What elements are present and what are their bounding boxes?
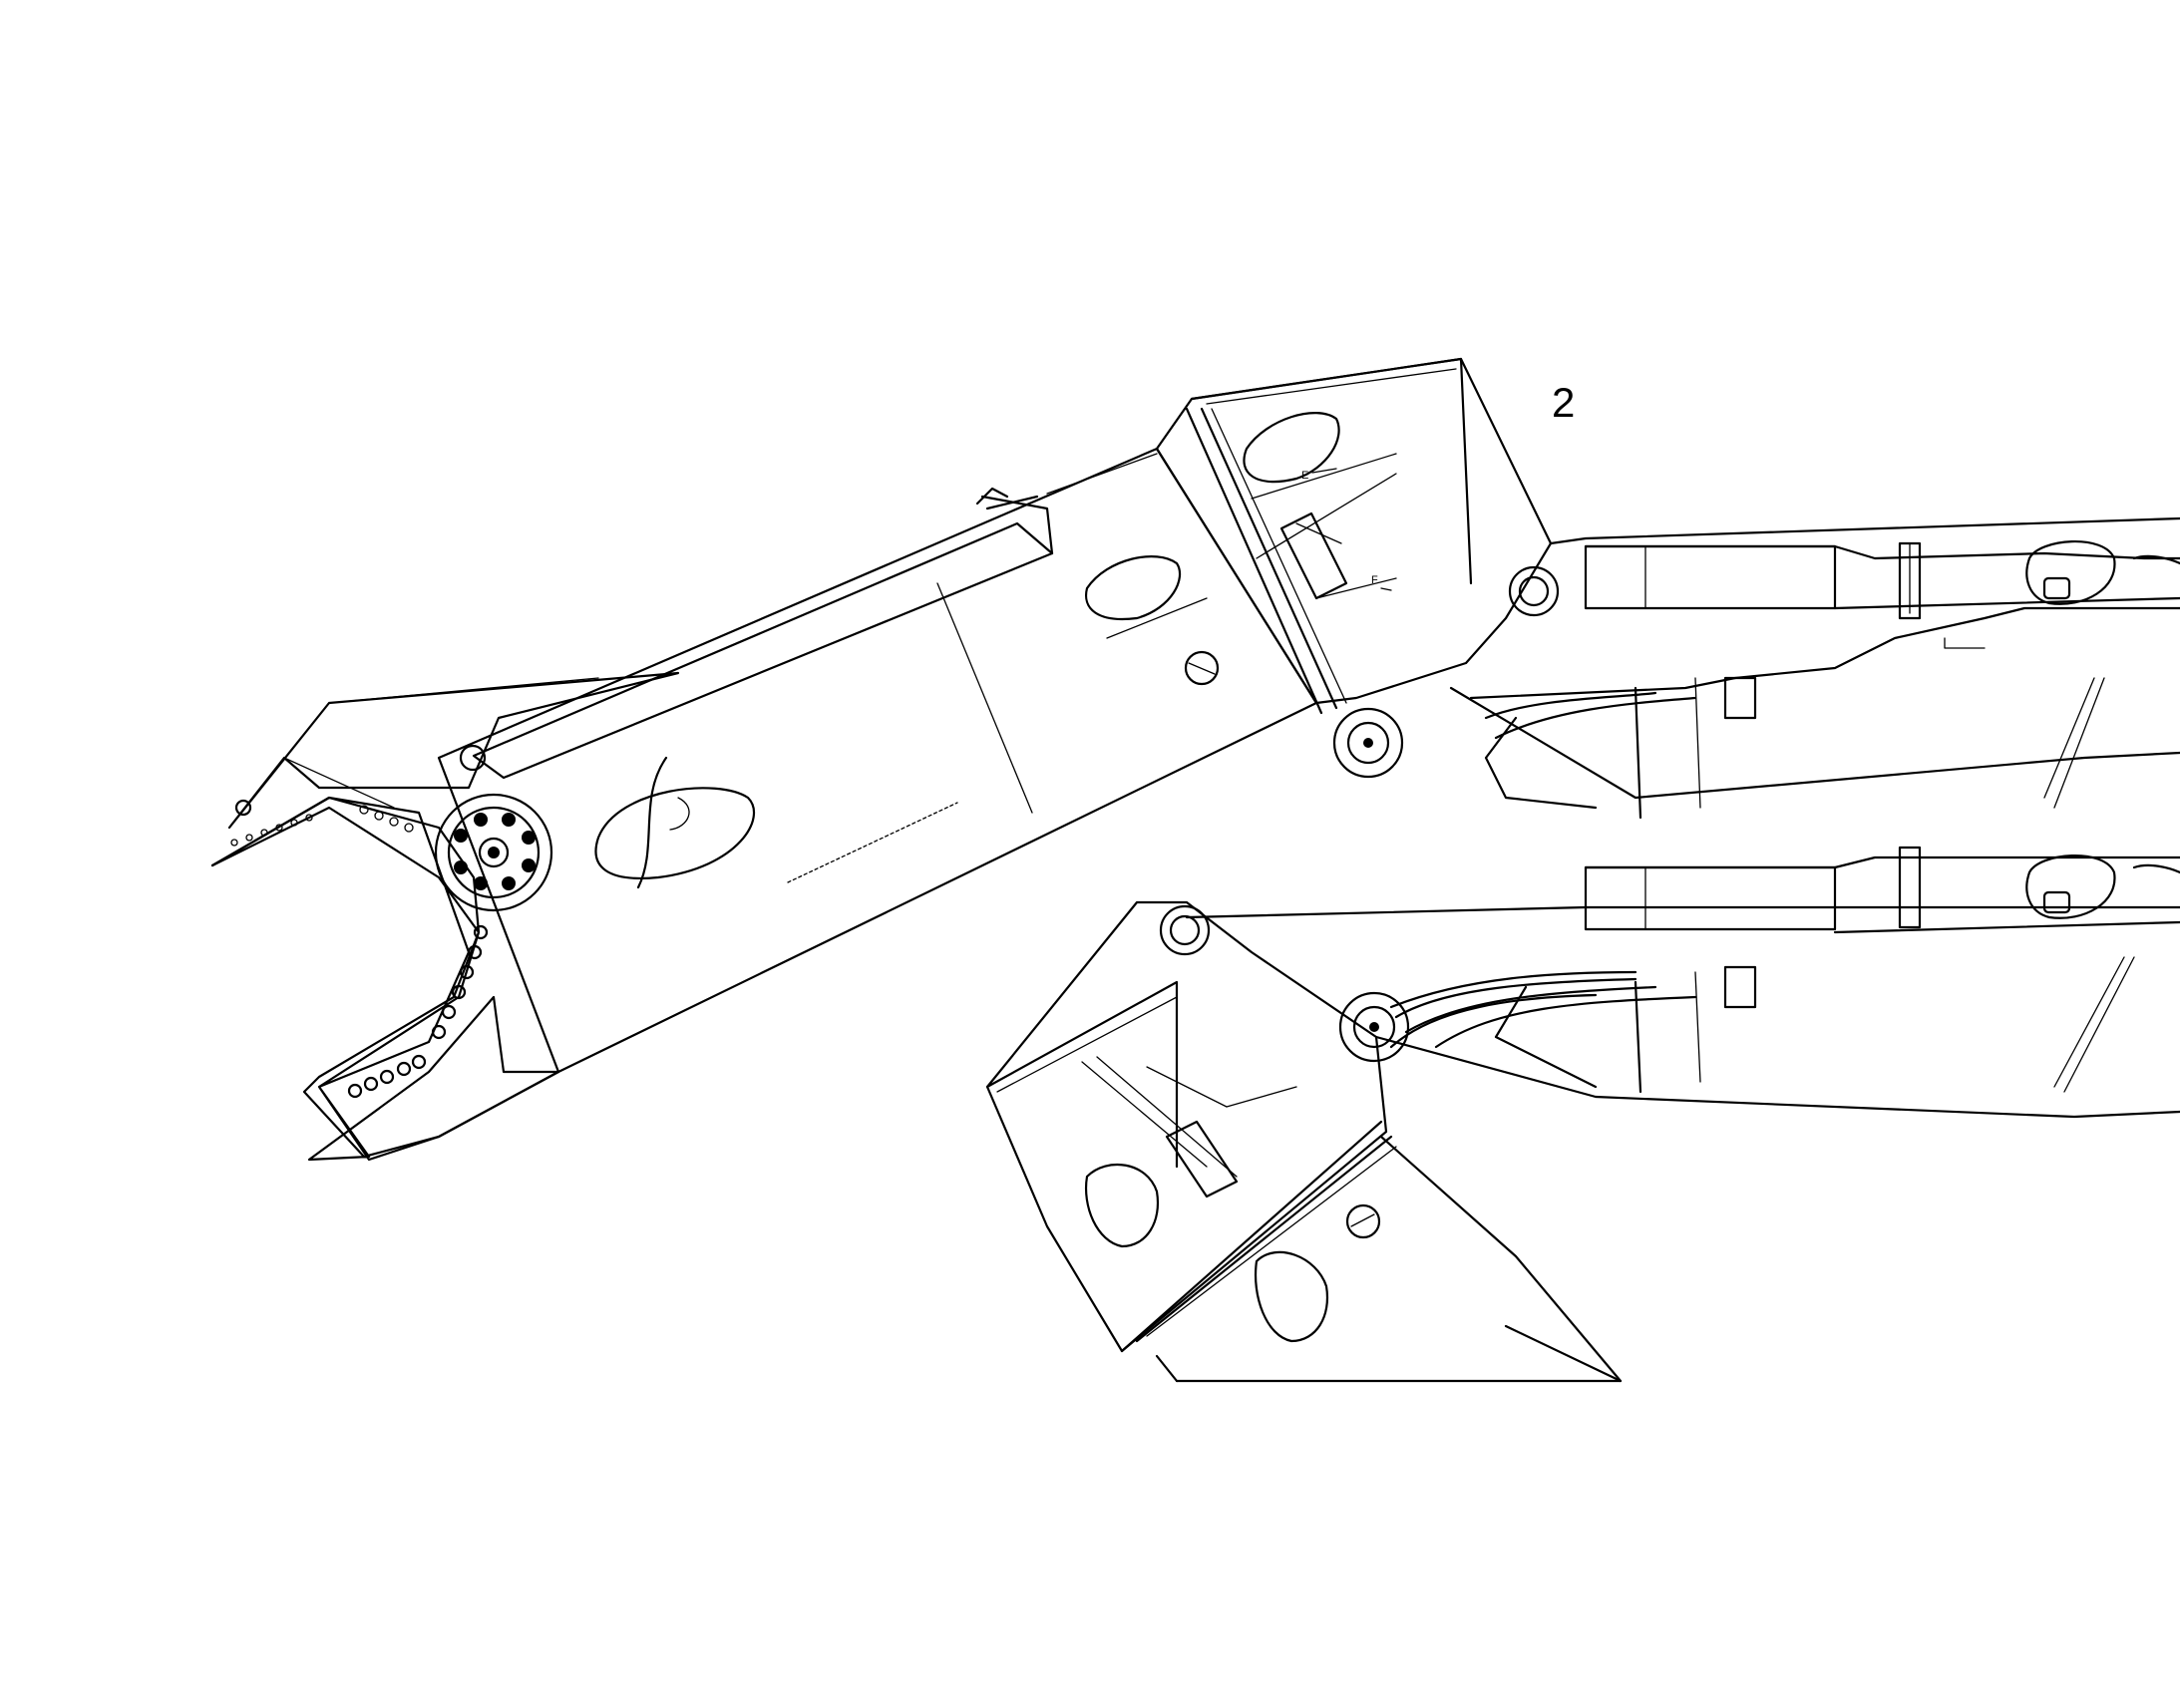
upper-rotator-housing: E F xyxy=(1085,357,1560,779)
marker-e: E xyxy=(1301,470,1308,482)
callout-number: 2 xyxy=(1552,379,1576,426)
shear-body xyxy=(210,447,1318,1162)
upper-stick xyxy=(1449,516,2180,820)
jaw-bolt-row xyxy=(230,805,489,1099)
marker-f: F xyxy=(1371,574,1378,586)
lower-stick xyxy=(1185,846,2180,1119)
hinge-bolts xyxy=(454,813,536,890)
manufacturer-logo xyxy=(594,756,755,889)
lower-rotator-housing xyxy=(985,900,1637,1383)
